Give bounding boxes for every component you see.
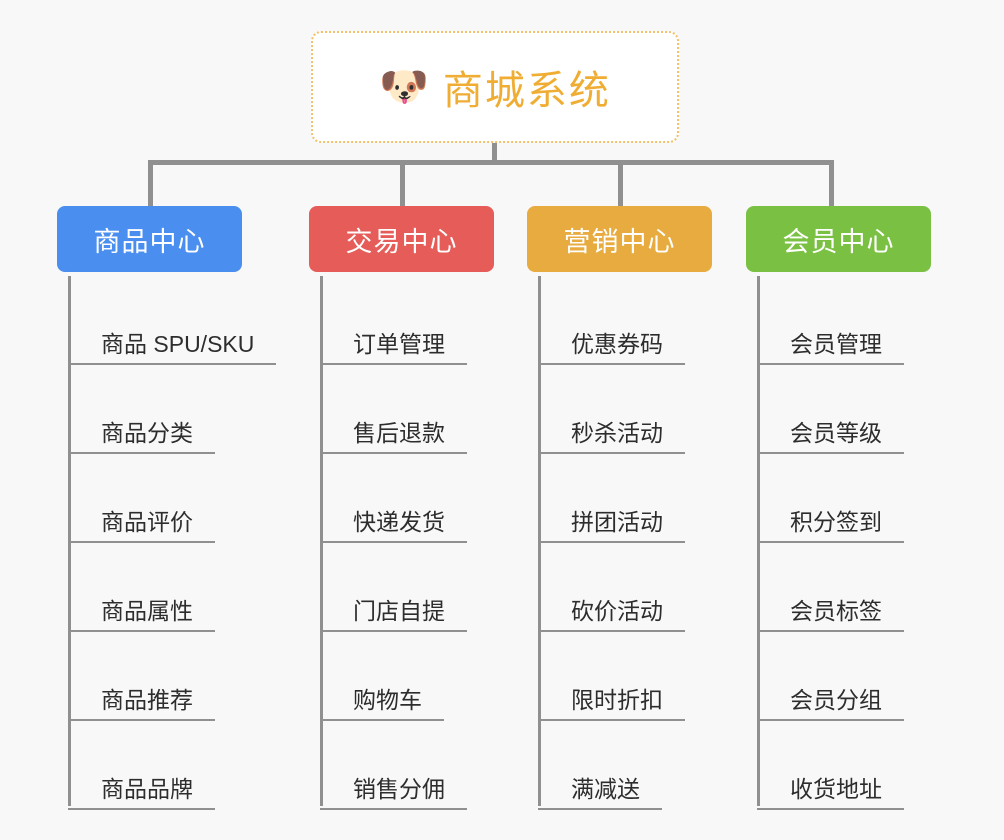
connector-drop-2 bbox=[400, 160, 405, 208]
leaf-label: 购物车 bbox=[320, 687, 444, 721]
connector-drop-3 bbox=[618, 160, 623, 208]
leaf-label: 满减送 bbox=[538, 776, 662, 810]
leaf-label: 商品品牌 bbox=[68, 776, 215, 810]
leaf-label: 会员分组 bbox=[757, 687, 904, 721]
branch-column-1: 商品中心 商品 SPU/SKU 商品分类 商品评价 商品属性 商品推荐 商品品牌 bbox=[57, 206, 277, 810]
branch-header-3[interactable]: 营销中心 bbox=[527, 206, 712, 272]
leaf-label: 商品推荐 bbox=[68, 687, 215, 721]
leaf-item[interactable]: 商品属性 bbox=[57, 543, 276, 632]
leaf-label: 商品 SPU/SKU bbox=[68, 331, 277, 365]
branch-header-label-2: 交易中心 bbox=[345, 226, 458, 257]
leaf-label: 商品属性 bbox=[68, 598, 215, 632]
branch-column-4: 会员中心 会员管理 会员等级 积分签到 会员标签 会员分组 收货地址 bbox=[746, 206, 931, 810]
branch-header-label-3: 营销中心 bbox=[563, 226, 676, 257]
leaf-item[interactable]: 会员分组 bbox=[746, 632, 931, 721]
leaf-label: 会员标签 bbox=[757, 598, 904, 632]
leaf-item[interactable]: 限时折扣 bbox=[527, 632, 712, 721]
leaf-item[interactable]: 售后退款 bbox=[309, 365, 494, 454]
leaf-label: 拼团活动 bbox=[538, 509, 685, 543]
branch-header-label-4: 会员中心 bbox=[782, 226, 895, 257]
leaf-item[interactable]: 会员等级 bbox=[746, 365, 931, 454]
connector-drop-1 bbox=[148, 160, 153, 208]
leaf-item[interactable]: 商品品牌 bbox=[57, 721, 276, 810]
leaf-list-1: 商品 SPU/SKU 商品分类 商品评价 商品属性 商品推荐 商品品牌 bbox=[57, 272, 277, 810]
leaf-item[interactable]: 砍价活动 bbox=[527, 543, 712, 632]
leaf-item[interactable]: 销售分佣 bbox=[309, 721, 494, 810]
leaf-label: 优惠券码 bbox=[538, 331, 685, 365]
leaf-item[interactable]: 商品推荐 bbox=[57, 632, 276, 721]
leaf-label: 限时折扣 bbox=[538, 687, 685, 721]
leaf-item[interactable]: 会员标签 bbox=[746, 543, 931, 632]
leaf-item[interactable]: 优惠券码 bbox=[527, 276, 712, 365]
leaf-item[interactable]: 快递发货 bbox=[309, 454, 494, 543]
leaf-label: 会员管理 bbox=[757, 331, 904, 365]
leaf-item[interactable]: 拼团活动 bbox=[527, 454, 712, 543]
leaf-label: 秒杀活动 bbox=[538, 420, 685, 454]
leaf-item[interactable]: 门店自提 bbox=[309, 543, 494, 632]
leaf-label: 快递发货 bbox=[320, 509, 467, 543]
leaf-list-3: 优惠券码 秒杀活动 拼团活动 砍价活动 限时折扣 满减送 bbox=[527, 272, 712, 810]
branch-header-label-1: 商品中心 bbox=[93, 226, 206, 257]
branch-header-4[interactable]: 会员中心 bbox=[746, 206, 931, 272]
root-title: 商城系统 bbox=[442, 69, 611, 113]
connector-root-stem bbox=[492, 143, 497, 165]
leaf-label: 会员等级 bbox=[757, 420, 904, 454]
leaf-item[interactable]: 购物车 bbox=[309, 632, 494, 721]
branch-column-3: 营销中心 优惠券码 秒杀活动 拼团活动 砍价活动 限时折扣 满减送 bbox=[527, 206, 712, 810]
branch-header-1[interactable]: 商品中心 bbox=[57, 206, 242, 272]
leaf-item[interactable]: 秒杀活动 bbox=[527, 365, 712, 454]
leaf-list-2: 订单管理 售后退款 快递发货 门店自提 购物车 销售分佣 bbox=[309, 272, 494, 810]
leaf-label: 订单管理 bbox=[320, 331, 467, 365]
leaf-item[interactable]: 商品评价 bbox=[57, 454, 276, 543]
leaf-label: 门店自提 bbox=[320, 598, 467, 632]
leaf-label: 商品分类 bbox=[68, 420, 215, 454]
leaf-item[interactable]: 满减送 bbox=[527, 721, 712, 810]
branch-column-2: 交易中心 订单管理 售后退款 快递发货 门店自提 购物车 销售分佣 bbox=[309, 206, 494, 810]
root-node[interactable]: 🐶 商城系统 bbox=[311, 31, 679, 143]
leaf-item[interactable]: 会员管理 bbox=[746, 276, 931, 365]
leaf-item[interactable]: 订单管理 bbox=[309, 276, 494, 365]
leaf-label: 收货地址 bbox=[757, 776, 904, 810]
connector-drop-4 bbox=[829, 160, 834, 208]
leaf-list-4: 会员管理 会员等级 积分签到 会员标签 会员分组 收货地址 bbox=[746, 272, 931, 810]
leaf-item[interactable]: 商品 SPU/SKU bbox=[57, 276, 277, 365]
branch-header-2[interactable]: 交易中心 bbox=[309, 206, 494, 272]
leaf-label: 销售分佣 bbox=[320, 776, 467, 810]
shiba-dog-face-icon: 🐶 bbox=[379, 65, 429, 109]
connector-horizontal-bar bbox=[148, 160, 834, 165]
leaf-item[interactable]: 收货地址 bbox=[746, 721, 931, 810]
leaf-label: 积分签到 bbox=[757, 509, 904, 543]
leaf-label: 砍价活动 bbox=[538, 598, 685, 632]
leaf-label: 商品评价 bbox=[68, 509, 215, 543]
leaf-item[interactable]: 积分签到 bbox=[746, 454, 931, 543]
leaf-label: 售后退款 bbox=[320, 420, 467, 454]
leaf-item[interactable]: 商品分类 bbox=[57, 365, 276, 454]
